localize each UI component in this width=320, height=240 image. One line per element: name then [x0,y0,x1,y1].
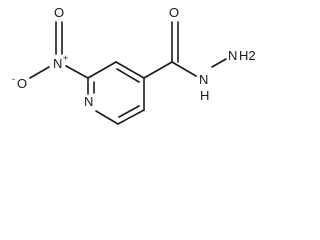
bond-c2-nitro-n [65,65,89,79]
atom-label-carbonyl-oxygen: O [169,5,179,20]
atom-label-nitro-oxygen-top: O [54,5,64,20]
ring-bond-c5-c6 [117,109,145,125]
atom-label-amide-h: H [200,88,209,103]
bond-carbonyl-c-nh [171,61,197,77]
chemical-structure: O N + O - N O N H N H2 [12,5,256,125]
atom-label-nitro-oxygen-left: O [17,76,27,91]
bond-c4-carbonyl-c [143,61,173,79]
atom-label-terminal-h2: H2 [239,48,256,63]
atom-label-amide-n: N [199,72,208,87]
bond-nitro-n-o-left [29,66,50,79]
bond-nh-nh2 [211,58,227,68]
atom-label-ring-nitrogen: N [84,94,93,109]
charge-label-minus: - [12,74,15,84]
atom-label-nitro-nitrogen: N [53,56,62,71]
ring-bond-c2-c3 [87,61,117,79]
ring-bond-c5-c6-inner [118,105,140,118]
ring-bond-c3-c4-inner [116,68,140,83]
atom-label-terminal-n: N [228,48,237,63]
ring-bond-c6-n [95,110,119,125]
ring-bond-c3-c4 [115,61,145,79]
charge-label-plus: + [63,53,68,63]
